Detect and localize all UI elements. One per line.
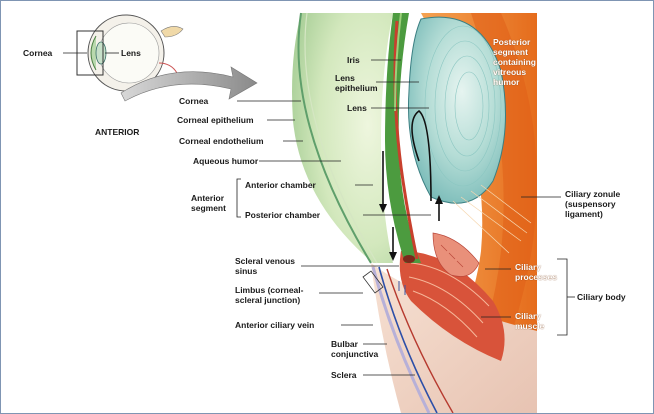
label-lens-epithelium-1: Lens	[335, 73, 355, 83]
label-ciliary-muscle-1: Ciliary	[515, 311, 541, 321]
label-anterior-segment-1: Anterior	[191, 193, 224, 203]
label-posterior-segment-5: humor	[493, 77, 519, 87]
label-bulbar-conjunctiva-1: Bulbar	[331, 339, 358, 349]
label-corneal-epithelium: Corneal epithelium	[177, 115, 254, 125]
label-anterior-segment-2: segment	[191, 203, 226, 213]
label-bulbar-conjunctiva-2: conjunctiva	[331, 349, 378, 359]
label-anterior-ciliary-vein: Anterior ciliary vein	[235, 320, 314, 330]
label-ciliary-processes-1: Ciliary	[515, 262, 541, 272]
label-corneal-endothelium: Corneal endothelium	[179, 136, 264, 146]
anterior-label: ANTERIOR	[95, 127, 139, 137]
label-anterior-chamber: Anterior chamber	[245, 180, 316, 190]
label-posterior-segment-4: vitreous	[493, 67, 526, 77]
label-posterior-segment-1: Posterior	[493, 37, 530, 47]
inset-cornea-label: Cornea	[23, 48, 52, 58]
label-posterior-chamber: Posterior chamber	[245, 210, 320, 220]
label-iris: Iris	[347, 55, 360, 65]
inset-lens-label: Lens	[121, 48, 141, 58]
label-ciliary-zonule-2: (suspensory	[565, 199, 616, 209]
label-sclera: Sclera	[331, 370, 357, 380]
label-scleral-venous-1: Scleral venous	[235, 256, 295, 266]
label-limbus-1: Limbus (corneal-	[235, 285, 303, 295]
label-limbus-2: scleral junction)	[235, 295, 300, 305]
label-scleral-venous-2: sinus	[235, 266, 257, 276]
label-ciliary-zonule-3: ligament)	[565, 209, 603, 219]
label-ciliary-muscle-2: muscle	[515, 321, 544, 331]
label-posterior-segment-3: containing	[493, 57, 536, 67]
label-lens: Lens	[347, 103, 367, 113]
label-ciliary-processes-2: processes	[515, 272, 557, 282]
label-posterior-segment-2: segment	[493, 47, 528, 57]
label-aqueous-humor: Aqueous humor	[193, 156, 258, 166]
label-ciliary-zonule-1: Ciliary zonule	[565, 189, 620, 199]
label-lens-epithelium-2: epithelium	[335, 83, 378, 93]
label-cornea: Cornea	[179, 96, 208, 106]
label-ciliary-body: Ciliary body	[577, 292, 626, 302]
